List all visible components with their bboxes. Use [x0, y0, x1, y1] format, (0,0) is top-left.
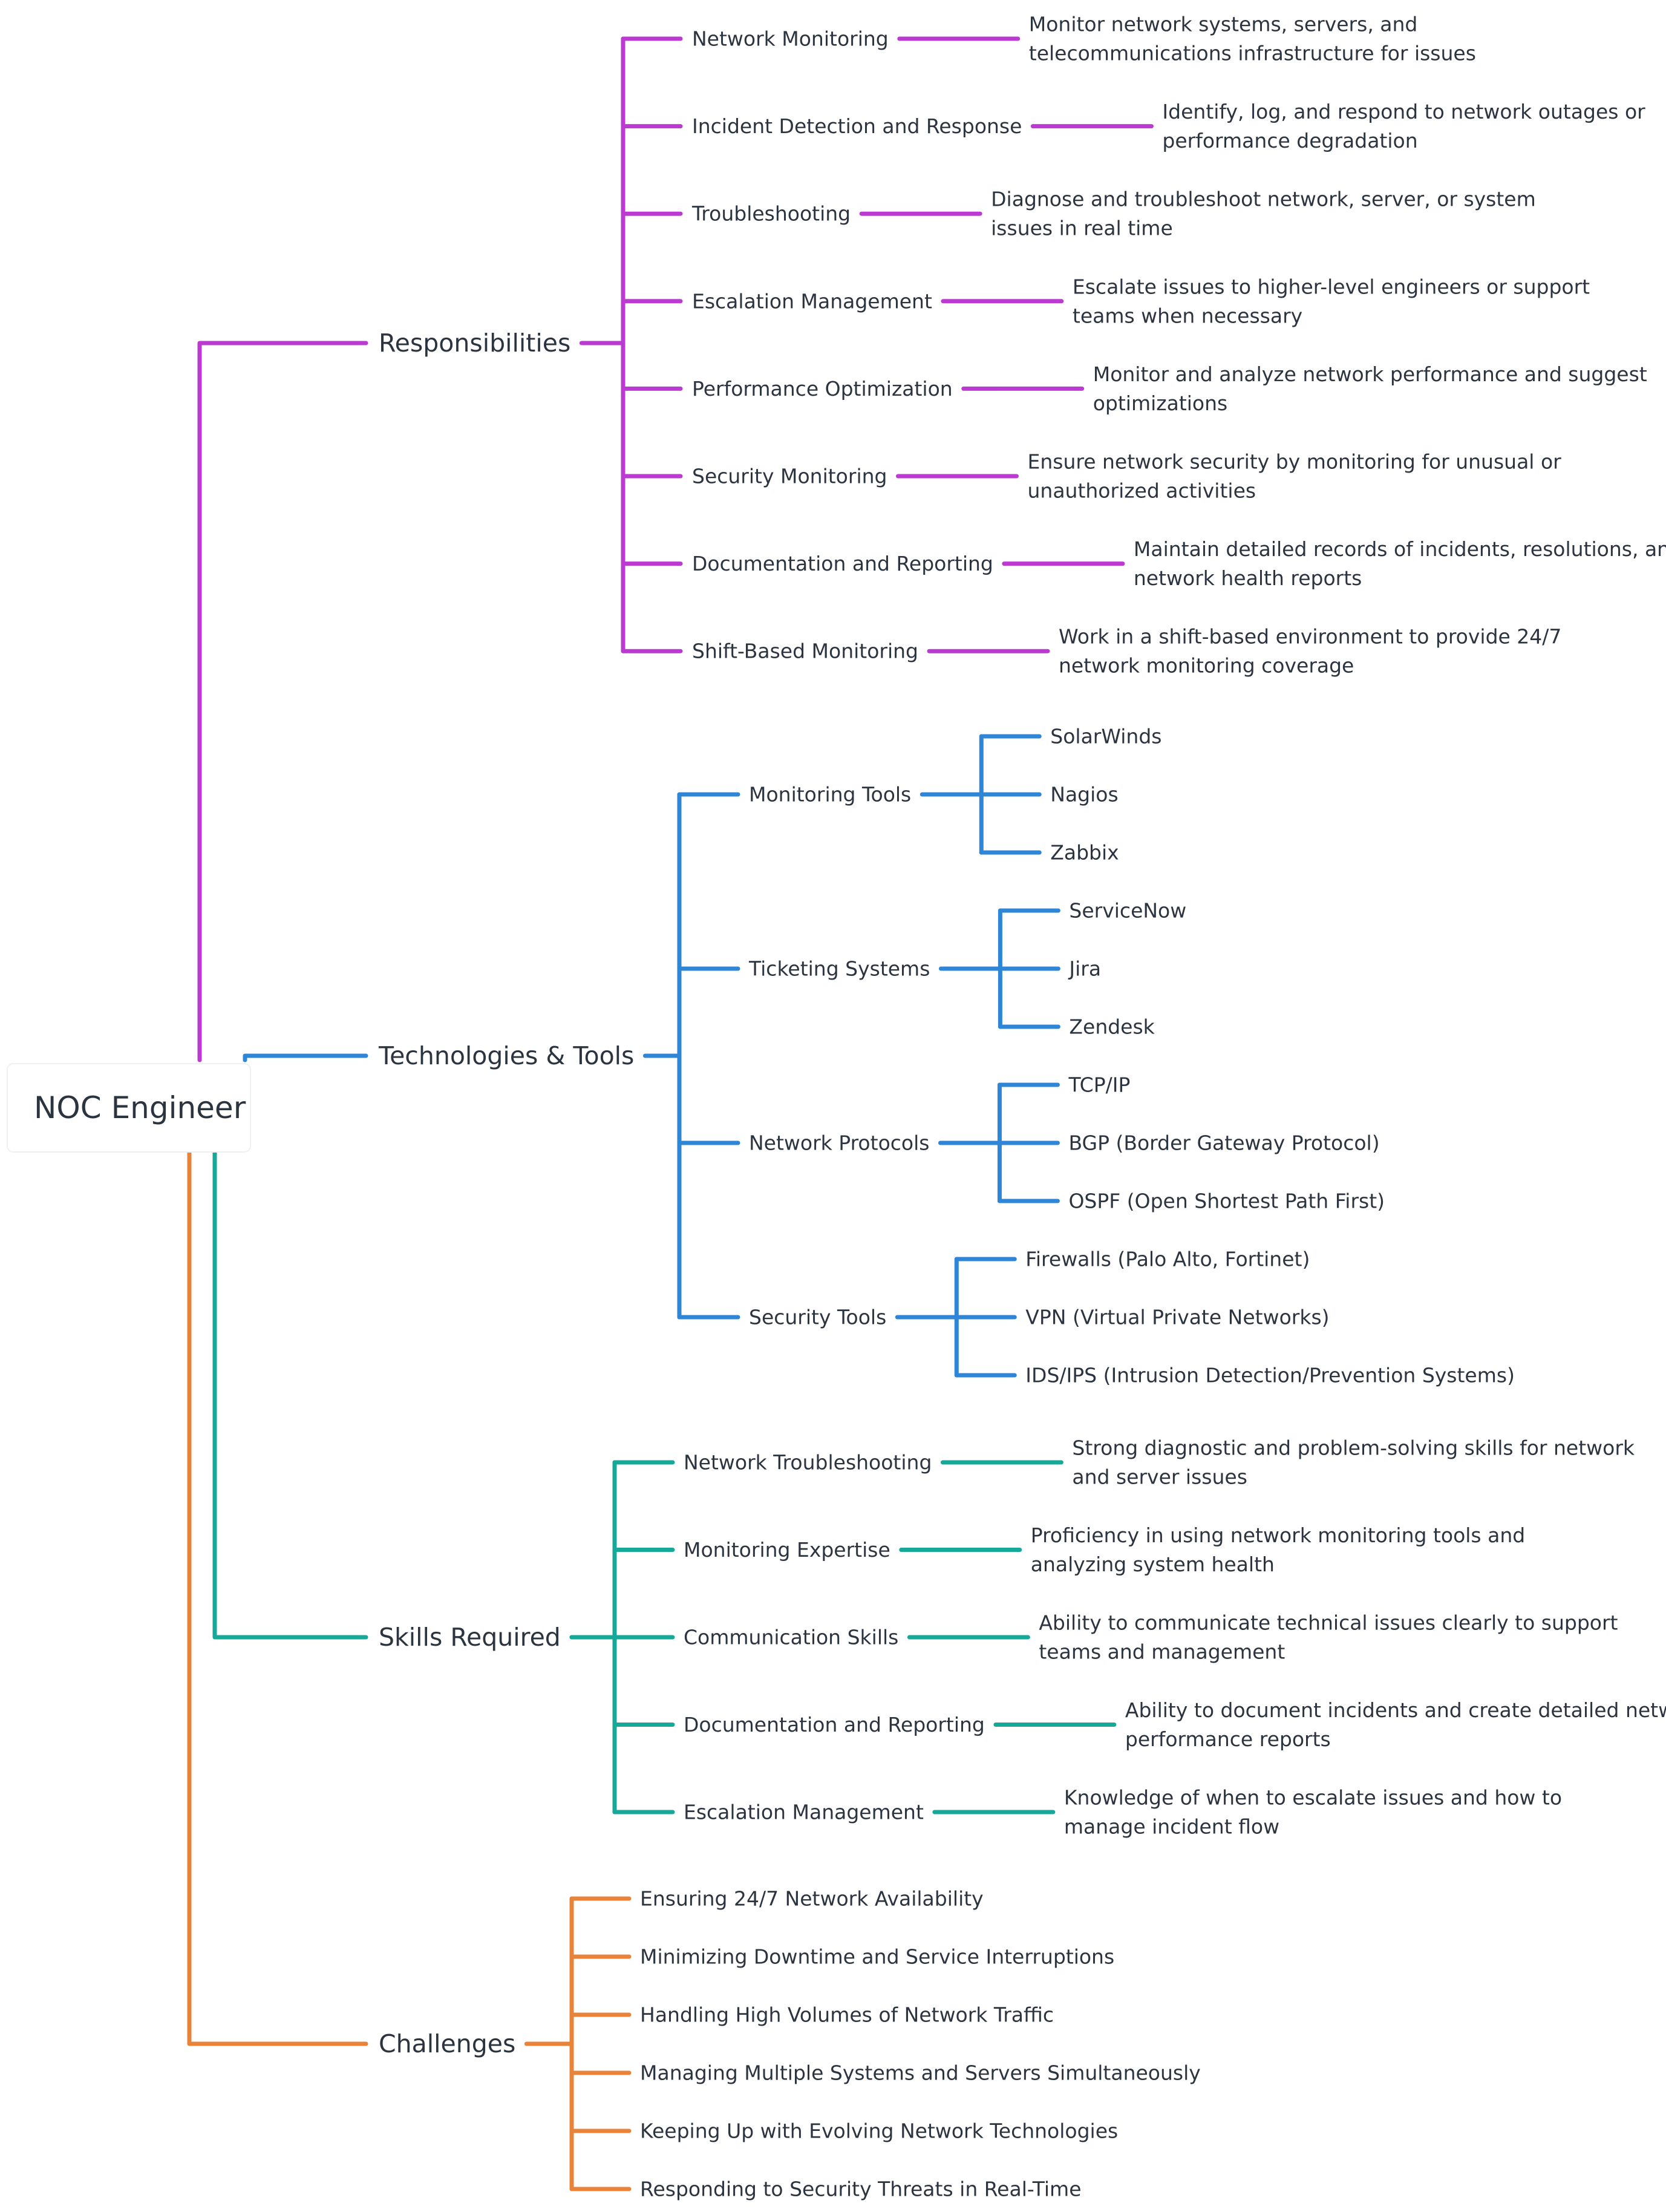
technology-leaf: IDS/IPS (Intrusion Detection/Prevention …	[1025, 1364, 1515, 1387]
responsibility-desc-line-1: Ensure network security by monitoring fo…	[1027, 450, 1561, 474]
technology-leaf: ServiceNow	[1069, 899, 1186, 923]
responsibilities-label: Responsibilities	[379, 329, 570, 358]
connector-lines	[187, 36, 1154, 2191]
skill-desc-line-1: Ability to communicate technical issues …	[1039, 1611, 1618, 1635]
skill-desc-line-2: manage incident flow	[1064, 1815, 1279, 1839]
technology-leaf: Zabbix	[1050, 841, 1119, 865]
skill-desc-line-2: performance reports	[1125, 1727, 1331, 1751]
responsibility-item: Documentation and Reporting	[692, 552, 993, 575]
responsibility-desc-line-2: issues in real time	[991, 217, 1173, 240]
technology-leaf: Jira	[1068, 957, 1101, 981]
responsibility-desc-line-2: unauthorized activities	[1027, 479, 1256, 503]
technology-leaf: Zendesk	[1069, 1015, 1155, 1039]
technology-leaf: BGP (Border Gateway Protocol)	[1068, 1131, 1379, 1155]
responsibility-item: Network Monitoring	[692, 27, 889, 51]
challenge-item: Handling High Volumes of Network Traffic	[640, 2003, 1054, 2027]
responsibility-desc-line-1: Maintain detailed records of incidents, …	[1134, 537, 1666, 561]
technology-leaf: Firewalls (Palo Alto, Fortinet)	[1025, 1248, 1310, 1271]
challenge-item: Minimizing Downtime and Service Interrup…	[640, 1945, 1114, 1969]
skill-desc-line-1: Proficiency in using network monitoring …	[1031, 1523, 1525, 1547]
node-labels: NOC Engineer Responsibilities Network Moni…	[7, 13, 1666, 2201]
challenge-item: Managing Multiple Systems and Servers Si…	[640, 2061, 1201, 2085]
responsibility-desc-line-1: Escalate issues to higher-level engineer…	[1073, 275, 1590, 298]
technologies-label: Technologies & Tools	[378, 1041, 634, 1070]
challenge-item: Ensuring 24/7 Network Availability	[640, 1887, 984, 1911]
responsibility-desc-line-2: telecommunications infrastructure for is…	[1029, 42, 1476, 65]
skill-item: Communication Skills	[684, 1626, 898, 1649]
skill-desc-line-2: analyzing system health	[1031, 1553, 1275, 1576]
challenge-item: Responding to Security Threats in Real-T…	[640, 2178, 1082, 2201]
responsibility-desc-line-1: Diagnose and troubleshoot network, serve…	[991, 188, 1536, 211]
technology-leaf: TCP/IP	[1068, 1073, 1130, 1097]
technologies-root-edge	[243, 1053, 368, 1062]
responsibilities-root-edge	[197, 341, 368, 1062]
challenges-root-edge	[187, 1150, 368, 2046]
skill-item: Documentation and Reporting	[684, 1713, 985, 1736]
challenge-item: Keeping Up with Evolving Network Technol…	[640, 2119, 1118, 2143]
responsibility-item: Incident Detection and Response	[692, 114, 1022, 138]
technology-leaf: SolarWinds	[1050, 725, 1161, 748]
root-label: NOC Engineer	[34, 1090, 246, 1125]
technology-group: Network Protocols	[749, 1131, 929, 1155]
skills-root-edge	[212, 1150, 368, 1640]
technology-leaf: Nagios	[1050, 783, 1118, 807]
responsibility-desc-line-2: teams when necessary	[1073, 304, 1302, 327]
skill-item: Escalation Management	[684, 1801, 924, 1824]
responsibility-desc-line-1: Work in a shift-based environment to pro…	[1059, 625, 1561, 649]
skill-item: Monitoring Expertise	[684, 1538, 890, 1562]
technology-group: Monitoring Tools	[749, 783, 911, 807]
skill-desc-line-2: teams and management	[1039, 1640, 1285, 1664]
responsibility-item: Shift-Based Monitoring	[692, 640, 918, 663]
responsibility-item: Troubleshooting	[691, 202, 851, 226]
technology-leaf: VPN (Virtual Private Networks)	[1025, 1306, 1329, 1329]
responsibility-desc-line-2: optimizations	[1093, 391, 1228, 415]
responsibility-desc-line-2: performance degradation	[1162, 129, 1417, 152]
skill-desc-line-1: Ability to document incidents and create…	[1125, 1698, 1666, 1722]
responsibility-desc-line-1: Monitor and analyze network performance …	[1093, 362, 1647, 386]
skill-desc-line-1: Knowledge of when to escalate issues and…	[1064, 1786, 1562, 1810]
responsibility-item: Performance Optimization	[692, 377, 953, 401]
technology-group: Security Tools	[749, 1306, 886, 1329]
responsibility-item: Escalation Management	[692, 289, 932, 313]
skill-desc-line-1: Strong diagnostic and problem-solving sk…	[1072, 1436, 1635, 1460]
skill-item: Network Troubleshooting	[684, 1451, 932, 1474]
technology-leaf: OSPF (Open Shortest Path First)	[1068, 1189, 1385, 1213]
challenges-label: Challenges	[379, 2029, 515, 2058]
skills-label: Skills Required	[379, 1623, 561, 1652]
root-node	[7, 1063, 251, 1153]
responsibility-item: Security Monitoring	[692, 465, 887, 488]
skill-desc-line-2: and server issues	[1072, 1465, 1247, 1489]
responsibility-desc-line-1: Monitor network systems, servers, and	[1029, 13, 1418, 36]
technology-group: Ticketing Systems	[748, 957, 930, 981]
responsibility-desc-line-1: Identify, log, and respond to network ou…	[1162, 100, 1645, 123]
responsibility-desc-line-2: network health reports	[1134, 566, 1362, 590]
responsibility-desc-line-2: network monitoring coverage	[1059, 654, 1354, 678]
